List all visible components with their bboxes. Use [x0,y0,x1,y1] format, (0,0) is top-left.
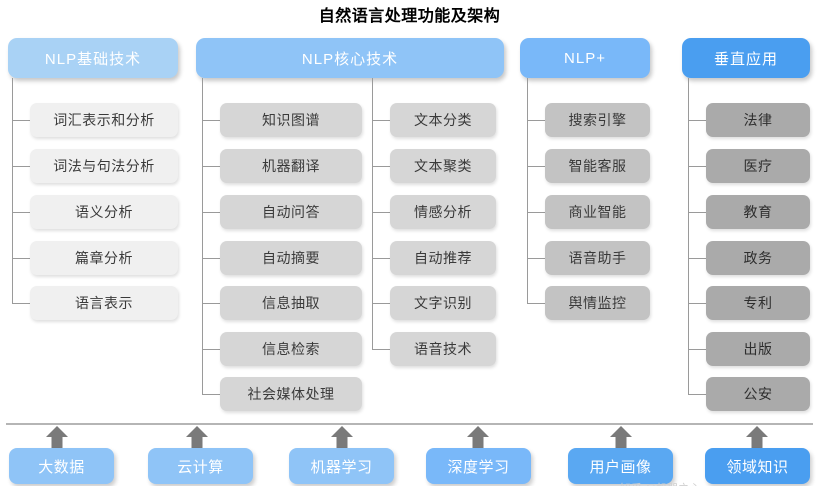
foundation-item-domain-knowledge[interactable]: 领域知识 [705,448,810,484]
connector-stub [12,303,32,304]
connector-stub [527,166,545,167]
foundation-item-cloud-computing[interactable]: 云计算 [148,448,253,484]
list-item[interactable]: 机器翻译 [220,149,362,183]
list-item[interactable]: 文字识别 [390,286,496,320]
connector-vline-vertical-apps [688,78,689,394]
foundation-item-machine-learning[interactable]: 机器学习 [289,448,394,484]
list-item[interactable]: 信息检索 [220,332,362,366]
connector-stub [527,120,545,121]
list-item[interactable]: 专利 [706,286,810,320]
watermark-text: 知乎 @机器之心 [620,480,700,486]
connector-stub [527,303,545,304]
connector-stub [688,212,706,213]
list-item[interactable]: 语音助手 [545,241,650,275]
connector-stub [12,212,32,213]
list-item[interactable]: 语义分析 [30,195,178,229]
list-item[interactable]: 自动问答 [220,195,362,229]
connector-stub [372,120,391,121]
list-item[interactable]: 知识图谱 [220,103,362,137]
connector-stub [202,394,221,395]
list-item[interactable]: 自动推荐 [390,241,496,275]
connector-vline-nlp-core-left [202,78,203,394]
connector-stub [202,349,221,350]
foundation-item-big-data[interactable]: 大数据 [9,448,114,484]
connector-stub [688,349,706,350]
up-arrow-icon [746,426,768,452]
list-item[interactable]: 医疗 [706,149,810,183]
column-header-vertical-apps[interactable]: 垂直应用 [682,38,810,78]
list-item[interactable]: 智能客服 [545,149,650,183]
list-item[interactable]: 词法与句法分析 [30,149,178,183]
column-header-nlp-plus[interactable]: NLP+ [520,38,650,78]
connector-stub [372,166,391,167]
list-item[interactable]: 语音技术 [390,332,496,366]
up-arrow-icon [186,426,208,452]
list-item[interactable]: 社会媒体处理 [220,377,362,411]
connector-stub [202,212,221,213]
connector-vline-nlp-core-right [372,78,373,349]
up-arrow-icon [46,426,68,452]
connector-stub [688,258,706,259]
connector-stub [372,303,391,304]
up-arrow-icon [610,426,632,452]
column-header-nlp-core[interactable]: NLP核心技术 [196,38,504,78]
list-item[interactable]: 法律 [706,103,810,137]
connector-stub [372,212,391,213]
connector-stub [688,394,706,395]
connector-stub [372,349,391,350]
connector-stub [202,166,221,167]
connector-stub [527,258,545,259]
list-item[interactable]: 情感分析 [390,195,496,229]
list-item[interactable]: 教育 [706,195,810,229]
up-arrow-icon [331,426,353,452]
list-item[interactable]: 篇章分析 [30,241,178,275]
list-item[interactable]: 舆情监控 [545,286,650,320]
connector-stub [12,258,32,259]
connector-stub [202,258,221,259]
list-item[interactable]: 公安 [706,377,810,411]
connector-vline-nlp-plus [527,78,528,303]
list-item[interactable]: 语言表示 [30,286,178,320]
column-header-nlp-basic[interactable]: NLP基础技术 [8,38,178,78]
connector-stub [12,166,32,167]
foundation-item-user-profile[interactable]: 用户画像 [568,448,673,484]
page-title: 自然语言处理功能及架构 [318,8,501,25]
connector-stub [372,258,391,259]
up-arrow-icon [467,426,489,452]
list-item[interactable]: 文本分类 [390,103,496,137]
connector-stub [688,120,706,121]
connector-vline-nlp-basic [12,78,13,303]
connector-stub [202,120,221,121]
baseline-divider [6,423,813,425]
connector-stub [12,120,32,121]
connector-stub [688,303,706,304]
connector-stub [527,212,545,213]
connector-stub [202,303,221,304]
list-item[interactable]: 文本聚类 [390,149,496,183]
list-item[interactable]: 搜索引擎 [545,103,650,137]
list-item[interactable]: 自动摘要 [220,241,362,275]
list-item[interactable]: 政务 [706,241,810,275]
connector-stub [688,166,706,167]
list-item[interactable]: 商业智能 [545,195,650,229]
list-item[interactable]: 词汇表示和分析 [30,103,178,137]
list-item[interactable]: 信息抽取 [220,286,362,320]
foundation-item-deep-learning[interactable]: 深度学习 [426,448,531,484]
list-item[interactable]: 出版 [706,332,810,366]
